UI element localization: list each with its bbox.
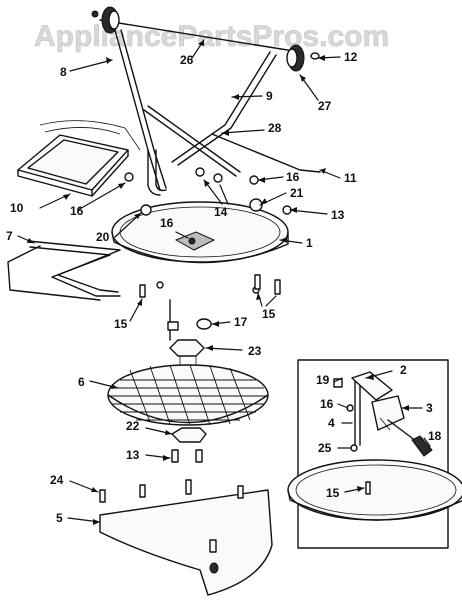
callout-23: 23 bbox=[248, 344, 262, 358]
callout-13-upper: 13 bbox=[331, 208, 345, 222]
callout-17: 17 bbox=[234, 315, 248, 329]
handle-rod bbox=[211, 133, 321, 173]
lower-bracket bbox=[171, 427, 207, 463]
axle-assembly bbox=[91, 6, 320, 72]
side-tray bbox=[17, 120, 141, 197]
callout-15-left: 15 bbox=[114, 317, 128, 331]
callout-labels: 8 26 12 9 27 28 11 16 21 13 14 16 10 16 … bbox=[6, 50, 442, 525]
fasteners bbox=[124, 167, 292, 341]
callout-10: 10 bbox=[10, 201, 24, 215]
callout-4: 4 bbox=[328, 416, 335, 430]
callout-6: 6 bbox=[78, 375, 85, 389]
callout-8: 8 bbox=[60, 65, 67, 79]
callout-28: 28 bbox=[268, 121, 282, 135]
callout-15-inset: 15 bbox=[326, 486, 340, 500]
callout-22: 22 bbox=[126, 419, 140, 433]
callout-27: 27 bbox=[318, 99, 332, 113]
callout-1: 1 bbox=[306, 236, 313, 250]
callout-16-center: 16 bbox=[160, 216, 174, 230]
callout-14: 14 bbox=[214, 205, 228, 219]
callout-13-lower: 13 bbox=[126, 448, 140, 462]
cooking-grill bbox=[107, 364, 269, 426]
callout-5: 5 bbox=[56, 511, 63, 525]
callout-26: 26 bbox=[180, 53, 194, 67]
callout-7: 7 bbox=[6, 229, 13, 243]
callout-21: 21 bbox=[290, 186, 304, 200]
callout-9: 9 bbox=[266, 89, 273, 103]
callout-3: 3 bbox=[426, 401, 433, 415]
callout-25: 25 bbox=[318, 441, 332, 455]
cooker-body bbox=[111, 198, 289, 264]
callout-2: 2 bbox=[400, 363, 407, 377]
callout-16-left: 16 bbox=[70, 204, 84, 218]
callout-11: 11 bbox=[344, 171, 357, 185]
watermark-text: AppliancePartsPros.com bbox=[34, 20, 389, 53]
callout-20: 20 bbox=[96, 230, 110, 244]
callout-24: 24 bbox=[50, 473, 64, 487]
heat-shield bbox=[99, 479, 273, 596]
callout-15-right: 15 bbox=[262, 307, 276, 321]
callout-12: 12 bbox=[344, 50, 358, 64]
callout-19: 19 bbox=[316, 373, 330, 387]
detail-inset bbox=[287, 359, 462, 549]
callout-16-inset: 16 bbox=[320, 397, 334, 411]
carry-handle bbox=[7, 240, 121, 301]
leader-lines bbox=[17, 39, 431, 525]
leg-assembly bbox=[114, 29, 277, 196]
callout-18: 18 bbox=[428, 429, 442, 443]
callout-16-right: 16 bbox=[286, 170, 300, 184]
